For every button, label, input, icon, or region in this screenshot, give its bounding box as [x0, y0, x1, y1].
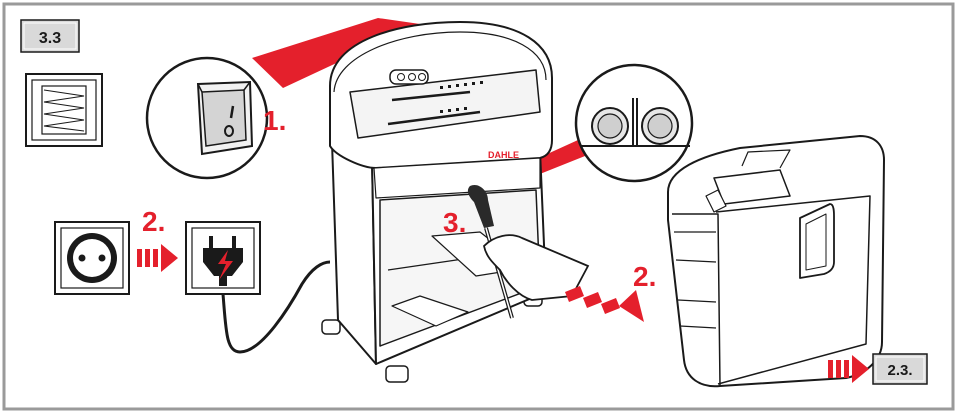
cleaning-hand: [483, 234, 590, 301]
waste-bin: [667, 135, 885, 388]
section-tag: 3.3: [20, 19, 80, 53]
step-clean-label: 3.: [443, 207, 466, 238]
switch-zoom-circle: [145, 56, 269, 180]
bin-arrow: [565, 286, 644, 322]
sensor-zoom-circle: [574, 63, 694, 183]
power-cord: [221, 260, 331, 354]
shredder-unit: [321, 21, 553, 383]
step-remove-bin-label: 2.: [633, 261, 656, 292]
paper-stack-icon: [25, 73, 103, 147]
next-step-tag-label: 2.3.: [887, 362, 912, 379]
arrow-right-icon: [137, 244, 178, 272]
power-switch-icon: [196, 80, 254, 156]
sensor-icon: [580, 98, 690, 147]
brand-logo: DAHLE: [488, 150, 519, 160]
arrow-right-icon: [828, 355, 869, 383]
power-socket-icon: [54, 221, 130, 295]
next-step-tag: 2.3.: [872, 353, 928, 385]
step-switch-off-label: 1.: [263, 105, 286, 136]
step-unplug-label: 2.: [142, 206, 165, 237]
unplug-icon: [185, 221, 261, 295]
section-tag-label: 3.3: [39, 30, 61, 47]
